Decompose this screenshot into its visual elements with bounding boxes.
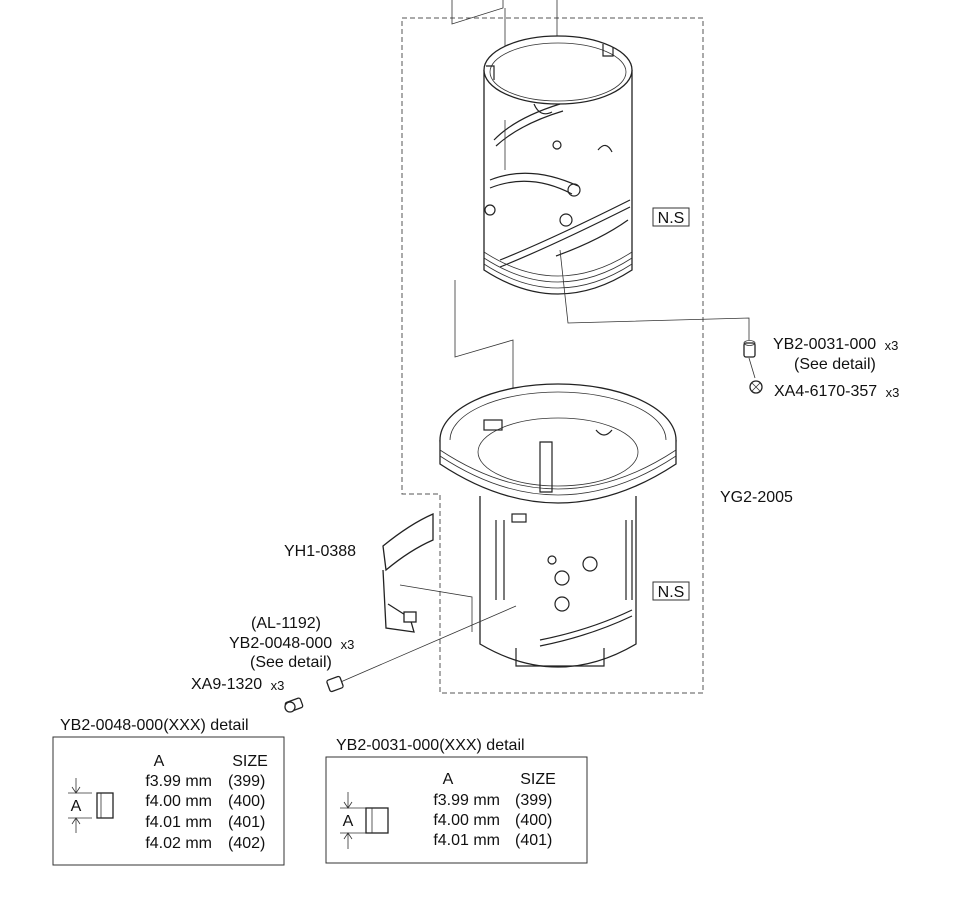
- part-label-yb2-0048: YB2-0048-000 x3: [229, 635, 354, 652]
- part-label-xa9: XA9-1320 x3: [191, 676, 284, 693]
- dimension-label-0048: A: [71, 798, 82, 815]
- svg-text:N.S: N.S: [658, 210, 685, 227]
- detail-col-a: A: [443, 771, 454, 788]
- see-detail-label-right: (See detail): [794, 356, 876, 373]
- detail-row-1-size: (400): [228, 793, 265, 810]
- xa9-1320-screw-icon: [284, 697, 304, 713]
- detail-row-2-size: (401): [228, 814, 265, 831]
- detail-row-0-size: (399): [515, 792, 552, 809]
- yh1-0388-flex-strip: [382, 513, 434, 633]
- see-detail-label-left: (See detail): [250, 654, 332, 671]
- screw-leader-lower: [335, 605, 517, 685]
- detail-row-1-a: f4.00 mm: [145, 793, 212, 810]
- part-label-al: (AL-1192): [251, 615, 321, 632]
- screw-leader-upper: [559, 249, 750, 340]
- detail-row-0-a: f3.99 mm: [145, 773, 212, 790]
- ns-label-upper: N.S: [652, 207, 690, 227]
- yb2-0048-screw-icon: [326, 675, 344, 693]
- detail-row-0-a: f3.99 mm: [433, 792, 500, 809]
- detail-box-yb2-0048: YB2-0048-000(XXX) detail A SIZE f3.99 mm…: [52, 717, 285, 866]
- detail-row-1-a: f4.00 mm: [433, 812, 500, 829]
- detail-col-size: SIZE: [232, 753, 268, 770]
- detail-box-yb2-0031: YB2-0031-000(XXX) detail A SIZE f3.99 mm…: [325, 737, 588, 864]
- dimension-icon-0048: [68, 778, 114, 833]
- part-label-yg2: YG2-2005: [720, 489, 793, 506]
- xa4-washer-icon: [749, 380, 763, 394]
- detail-row-1-size: (400): [515, 812, 552, 829]
- detail-col-size: SIZE: [520, 771, 556, 788]
- part-label-yb2-0031: YB2-0031-000 x3: [773, 336, 898, 353]
- detail-row-2-a: f4.01 mm: [145, 814, 212, 831]
- detail-row-0-size: (399): [228, 773, 265, 790]
- detail-col-a: A: [154, 753, 165, 770]
- ns-label-lower: N.S: [652, 581, 690, 601]
- part-label-xa4: XA4-6170-357 x3: [774, 383, 899, 400]
- part-label-yh1: YH1-0388: [284, 543, 356, 560]
- detail-title-0031: YB2-0031-000(XXX) detail: [336, 737, 525, 754]
- detail-row-2-size: (401): [515, 832, 552, 849]
- dimension-label-0031: A: [343, 813, 354, 830]
- yb2-0031-screw-icon: [743, 340, 756, 358]
- upper-cam-cylinder: [483, 35, 633, 295]
- detail-row-3-a: f4.02 mm: [145, 835, 212, 852]
- dimension-icon-0031: [340, 792, 389, 849]
- lower-housing: [439, 383, 677, 668]
- svg-text:N.S: N.S: [658, 584, 685, 601]
- assembly-boundary: [401, 17, 704, 694]
- flex-leader: [399, 584, 473, 632]
- detail-title-0048: YB2-0048-000(XXX) detail: [60, 717, 249, 734]
- screw-leader-right: [748, 357, 756, 379]
- detail-row-3-size: (402): [228, 835, 265, 852]
- detail-row-2-a: f4.01 mm: [433, 832, 500, 849]
- middle-leader: [454, 280, 514, 420]
